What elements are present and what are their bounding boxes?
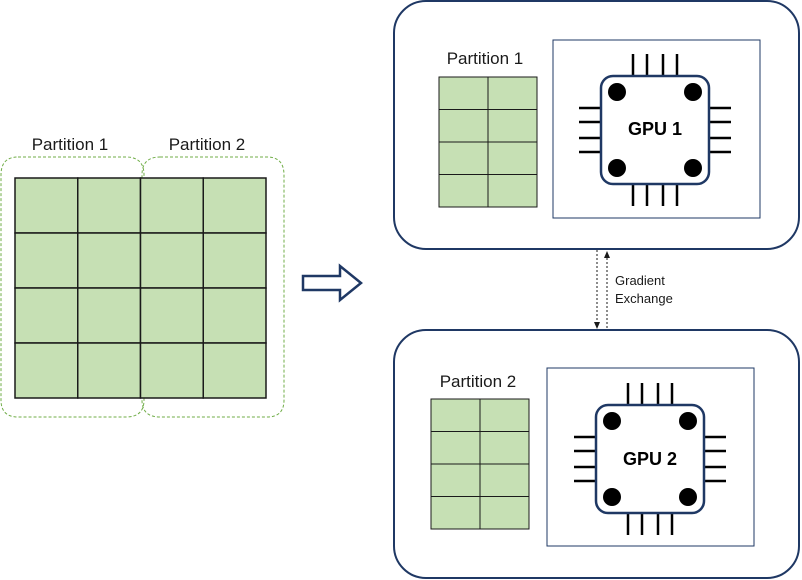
gpu-1-chip-corner-dot: [684, 159, 702, 177]
full-matrix-cell: [202, 342, 267, 399]
gpu-2-label: GPU 2: [623, 449, 677, 469]
partition-2-cell: [430, 496, 481, 530]
gpu-2-chip-corner-dot: [603, 412, 621, 430]
partition-1-cell: [438, 141, 489, 175]
node-1-partition-grid: [438, 76, 538, 208]
partition-1-cell: [438, 76, 489, 110]
full-matrix-cell: [202, 177, 267, 234]
exchange-arrowhead-up: [604, 251, 610, 258]
full-matrix-cell: [77, 342, 142, 399]
full-matrix-cell: [139, 232, 204, 289]
partition-1-cell: [438, 174, 489, 208]
split-arrow: [301, 263, 363, 303]
gpu-2-chip-corner-dot: [603, 488, 621, 506]
partition-1-cell: [487, 141, 538, 175]
full-matrix-cell: [139, 177, 204, 234]
gpu-node-1: Partition 1 GPU 1: [393, 0, 800, 250]
partition-2-cell: [479, 398, 530, 432]
full-matrix-cell: [77, 287, 142, 344]
node-2-partition-grid: [430, 398, 530, 530]
full-matrix-cell: [14, 177, 79, 234]
partition-1-cell: [487, 76, 538, 110]
gpu-1-chip-body: [599, 74, 711, 186]
gpu-1-label: GPU 1: [628, 119, 682, 139]
partition-2-cell: [479, 431, 530, 465]
partition-2-cell: [430, 398, 481, 432]
gpu-1-chip-corner-dot: [608, 159, 626, 177]
full-matrix-grid: [14, 177, 267, 399]
node-1-partition-label: Partition 1: [447, 49, 524, 68]
left-partition-1-label: Partition 1: [32, 135, 109, 154]
gradient-exchange-label-line-1: Gradient: [615, 273, 665, 288]
gradient-exchange: Gradient Exchange: [594, 250, 673, 330]
partition-1-cell: [438, 109, 489, 143]
partition-2-cell: [430, 463, 481, 497]
full-matrix-cell: [139, 287, 204, 344]
full-matrix-cell: [14, 232, 79, 289]
partition-1-cell: [487, 109, 538, 143]
partition-2-cell: [479, 496, 530, 530]
gpu-1-chip-icon: [579, 54, 731, 206]
gpu-2-chip-corner-dot: [679, 488, 697, 506]
exchange-arrowhead-down: [594, 322, 600, 329]
partition-2-cell: [430, 431, 481, 465]
node-2-partition-label: Partition 2: [440, 372, 517, 391]
full-matrix-cell: [77, 232, 142, 289]
left-matrix-group: Partition 1 Partition 2: [0, 135, 285, 418]
gpu-1-chip-corner-dot: [684, 83, 702, 101]
full-matrix-cell: [202, 232, 267, 289]
gpu-1-chip-corner-dot: [608, 83, 626, 101]
full-matrix-cell: [202, 287, 267, 344]
full-matrix-cell: [14, 287, 79, 344]
gpu-node-2: Partition 2 GPU 2: [393, 329, 800, 579]
gpu-2-chip-body: [594, 403, 706, 515]
full-matrix-cell: [14, 342, 79, 399]
gpu-2-chip-corner-dot: [679, 412, 697, 430]
full-matrix-cell: [77, 177, 142, 234]
gpu-2-chip-icon: [574, 383, 726, 535]
gradient-exchange-label-line-2: Exchange: [615, 291, 673, 306]
left-partition-2-label: Partition 2: [169, 135, 246, 154]
partition-1-dashed-outline: [0, 156, 145, 418]
partition-2-cell: [479, 463, 530, 497]
full-matrix-cell: [139, 342, 204, 399]
partition-2-dashed-outline: [141, 156, 285, 418]
partition-1-cell: [487, 174, 538, 208]
